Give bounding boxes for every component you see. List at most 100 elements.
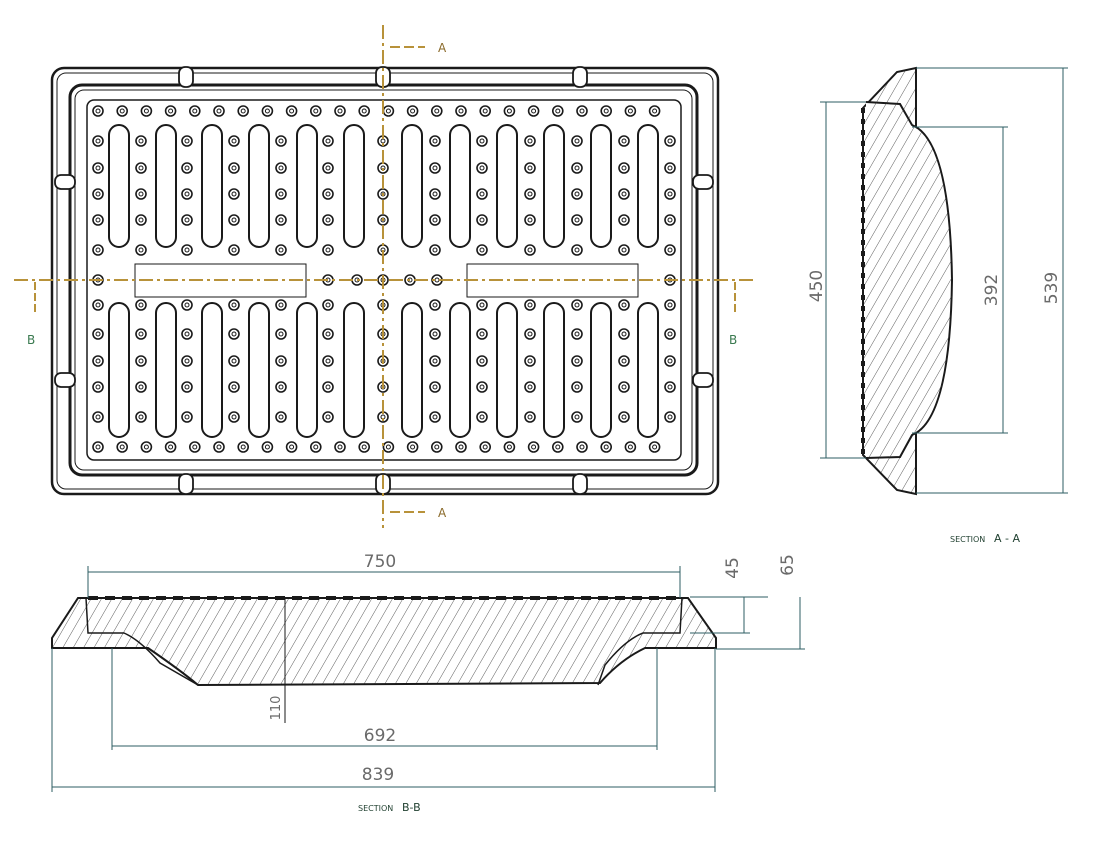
stud-center bbox=[313, 444, 319, 450]
stud bbox=[429, 135, 441, 147]
stud-center bbox=[432, 302, 438, 308]
stud-center bbox=[479, 414, 485, 420]
stud bbox=[181, 244, 193, 256]
stud-center bbox=[325, 384, 331, 390]
stud bbox=[382, 441, 395, 453]
stud bbox=[476, 299, 488, 311]
stud-center bbox=[527, 217, 533, 223]
dim-539: 539 bbox=[1042, 272, 1062, 304]
stud bbox=[322, 328, 334, 340]
stud bbox=[429, 299, 441, 311]
stud-center bbox=[184, 138, 190, 144]
stud-center bbox=[231, 302, 237, 308]
stud-center bbox=[240, 108, 246, 114]
section-bb: 750 692 839 45 65 110 SECTION B-B bbox=[51, 552, 805, 814]
stud bbox=[476, 355, 488, 367]
dim-750: 750 bbox=[364, 552, 396, 572]
stud-center bbox=[385, 444, 391, 450]
slot bbox=[343, 302, 365, 438]
stud-center bbox=[95, 108, 101, 114]
stud-center bbox=[667, 358, 673, 364]
stud bbox=[228, 328, 240, 340]
slot bbox=[496, 302, 518, 438]
stud-center bbox=[527, 247, 533, 253]
stud-center bbox=[621, 358, 627, 364]
slot bbox=[155, 124, 177, 248]
stud bbox=[334, 441, 346, 453]
stud-center bbox=[479, 217, 485, 223]
stud-center bbox=[527, 138, 533, 144]
stud-center bbox=[138, 384, 144, 390]
stud-center bbox=[434, 444, 440, 450]
stud bbox=[285, 105, 298, 117]
stud bbox=[664, 328, 676, 340]
stud-center bbox=[231, 217, 237, 223]
stud-center bbox=[95, 358, 101, 364]
stud bbox=[135, 411, 147, 423]
section-aa-title: A - A bbox=[994, 532, 1020, 545]
stud-center bbox=[479, 358, 485, 364]
centerlines bbox=[14, 25, 756, 528]
stud bbox=[92, 105, 104, 117]
stud-center bbox=[138, 217, 144, 223]
stud-center bbox=[184, 414, 190, 420]
slot bbox=[108, 302, 130, 438]
stud bbox=[551, 105, 564, 117]
stud bbox=[261, 441, 274, 453]
slot-grid bbox=[108, 124, 659, 438]
stud bbox=[275, 381, 287, 393]
stud-center bbox=[278, 138, 284, 144]
stud-center bbox=[652, 108, 658, 114]
stud-center bbox=[325, 414, 331, 420]
slot bbox=[296, 302, 318, 438]
slot bbox=[590, 124, 612, 248]
stud bbox=[618, 299, 630, 311]
stud bbox=[429, 381, 441, 393]
stud-center bbox=[479, 384, 485, 390]
stud-center bbox=[278, 384, 284, 390]
stud-center bbox=[432, 384, 438, 390]
stud-center bbox=[506, 444, 512, 450]
stud bbox=[135, 328, 147, 340]
stud-center bbox=[278, 247, 284, 253]
stud-center bbox=[667, 302, 673, 308]
stud-center bbox=[95, 444, 101, 450]
stud bbox=[92, 411, 104, 423]
stud bbox=[455, 105, 467, 117]
stud bbox=[92, 244, 104, 256]
slot bbox=[108, 124, 130, 248]
stud-center bbox=[667, 217, 673, 223]
stud bbox=[92, 135, 104, 147]
stud-center bbox=[410, 444, 416, 450]
stud bbox=[455, 441, 467, 453]
stud bbox=[476, 188, 488, 200]
dim-692: 692 bbox=[364, 726, 396, 746]
stud bbox=[140, 105, 153, 117]
stud-center bbox=[231, 191, 237, 197]
stud-center bbox=[574, 138, 580, 144]
slot bbox=[496, 124, 518, 248]
stud-center bbox=[574, 217, 580, 223]
stud-center bbox=[264, 444, 270, 450]
stud bbox=[309, 105, 322, 117]
stud-center bbox=[216, 444, 222, 450]
stud-center bbox=[95, 302, 101, 308]
stud-center bbox=[621, 331, 627, 337]
stud-center bbox=[458, 108, 464, 114]
stud bbox=[322, 162, 334, 174]
stud bbox=[524, 214, 536, 226]
stud bbox=[429, 328, 441, 340]
stud bbox=[524, 162, 536, 174]
stud-center bbox=[138, 191, 144, 197]
dim-110: 110 bbox=[269, 696, 284, 721]
stud bbox=[92, 188, 104, 200]
slot bbox=[296, 124, 318, 248]
stud-center bbox=[337, 444, 343, 450]
stud bbox=[551, 441, 564, 453]
dim-65: 65 bbox=[778, 554, 798, 576]
stud bbox=[275, 328, 287, 340]
stud bbox=[181, 135, 193, 147]
stud-center bbox=[143, 444, 149, 450]
stud bbox=[618, 162, 630, 174]
